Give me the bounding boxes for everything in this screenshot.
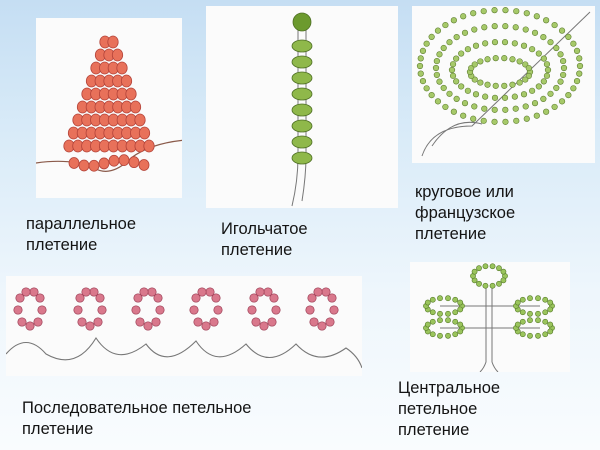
green-bead-ellipse-illustration (416, 7, 591, 157)
sequential-loop-weaving-image (6, 276, 362, 376)
parallel-weaving-caption: параллельное плетение (26, 215, 137, 254)
needle-weaving-image (206, 6, 398, 208)
parallel-weaving-image (36, 18, 182, 198)
central-loop-weaving-caption: Центральное петельное плетение (398, 379, 501, 439)
circular-weaving-caption: круговое или французское плетение (415, 183, 516, 243)
sequential-loop-weaving-caption: Последовательное петельное плетение (22, 399, 252, 438)
circular-weaving-image (412, 6, 595, 163)
central-loop-weaving-image (410, 262, 570, 372)
green-bead-column-illustration (291, 12, 313, 207)
orange-bead-cone-illustration (36, 35, 182, 172)
pink-bead-loops-illustration (6, 287, 362, 369)
green-bead-cross-illustration (423, 263, 555, 372)
needle-weaving-caption: Игольчатое плетение (221, 220, 308, 259)
